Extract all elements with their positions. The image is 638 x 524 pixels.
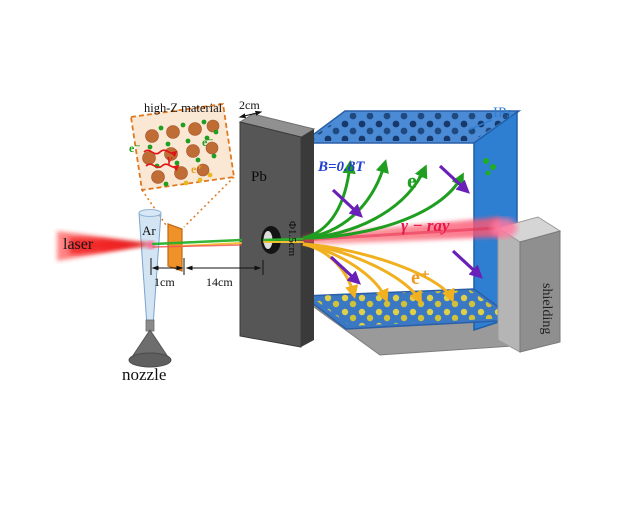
inset-title: high-Z material [144, 101, 223, 115]
inset-gamma-squiggles [143, 149, 180, 172]
inset-gamma-label: γ [167, 151, 173, 166]
electron-beam-label: e⁻ [407, 168, 429, 193]
aperture-label: Φ1.5cm [286, 221, 298, 257]
top-imaging-plate [299, 110, 522, 144]
pb-wall [238, 113, 316, 348]
gamma-impact-glow [491, 218, 517, 238]
high-z-target [167, 223, 183, 272]
field-arrows [329, 164, 483, 285]
distance-14cm-label: 14cm [206, 275, 233, 289]
gamma-ray-beam [302, 217, 517, 245]
electron-trajectories [302, 159, 464, 240]
electron-hits [483, 158, 496, 176]
dimension-arrows [150, 110, 264, 275]
imaging-plates-label: IPs [493, 105, 513, 121]
shielding-label: shielding [539, 283, 554, 335]
inset-positron-label: e⁺ [191, 162, 203, 176]
spectrometer-chamber [299, 110, 558, 356]
inset-positron-dots [183, 172, 213, 186]
inset-atoms [142, 119, 220, 184]
gas-label: Ar [142, 223, 156, 238]
magnetic-field-label: B=0.8T [318, 159, 365, 175]
positron-trajectories [302, 242, 455, 305]
nozzle-body [128, 319, 172, 368]
inset-electron-label-left: e⁻ [129, 141, 141, 155]
laser-label: laser [63, 236, 94, 253]
shielding-block [496, 216, 562, 353]
pb-label: Pb [251, 169, 267, 185]
positron-beam-label: e⁺ [411, 267, 431, 289]
bottom-imaging-plate [300, 288, 519, 330]
gamma-ray-label: γ − ray [401, 216, 450, 235]
inset-electron-label-right: e⁻ [202, 135, 214, 149]
distance-1cm-label: 1cm [154, 275, 175, 289]
wall-thickness-label: 2cm [239, 98, 260, 112]
secondary-beams [151, 237, 305, 248]
ips-pointer-line [467, 119, 493, 131]
high-z-inset [129, 102, 236, 228]
inset-electron-dots [147, 119, 219, 187]
nozzle-label: nozzle [122, 365, 167, 384]
